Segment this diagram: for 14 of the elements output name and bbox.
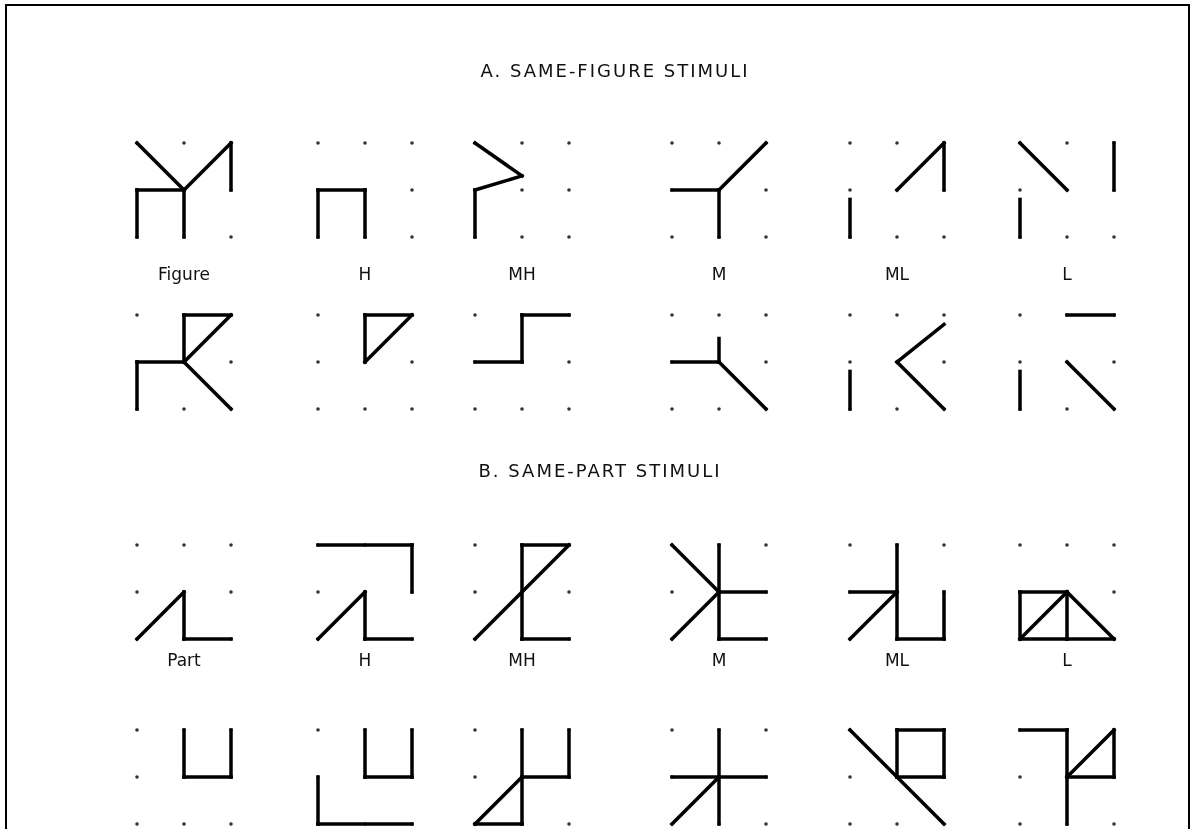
section-heading: A. SAME-FIGURE STIMULI [480,60,750,81]
stimulus-label: ML [884,264,910,284]
stimulus-label: H [358,264,372,284]
stimulus-label: M [711,650,727,670]
stimulus-label: H [358,650,372,670]
stimulus-label: MH [508,264,536,284]
stimulus-label: Figure [158,264,210,284]
stimulus-label: L [1062,264,1072,284]
stimulus-label: ML [884,650,910,670]
section-heading: B. SAME-PART STIMULI [478,460,722,481]
stimulus-label: Part [167,650,201,670]
stimulus-label: L [1062,650,1072,670]
stimulus-label: M [711,264,727,284]
stimulus-label: MH [508,650,536,670]
